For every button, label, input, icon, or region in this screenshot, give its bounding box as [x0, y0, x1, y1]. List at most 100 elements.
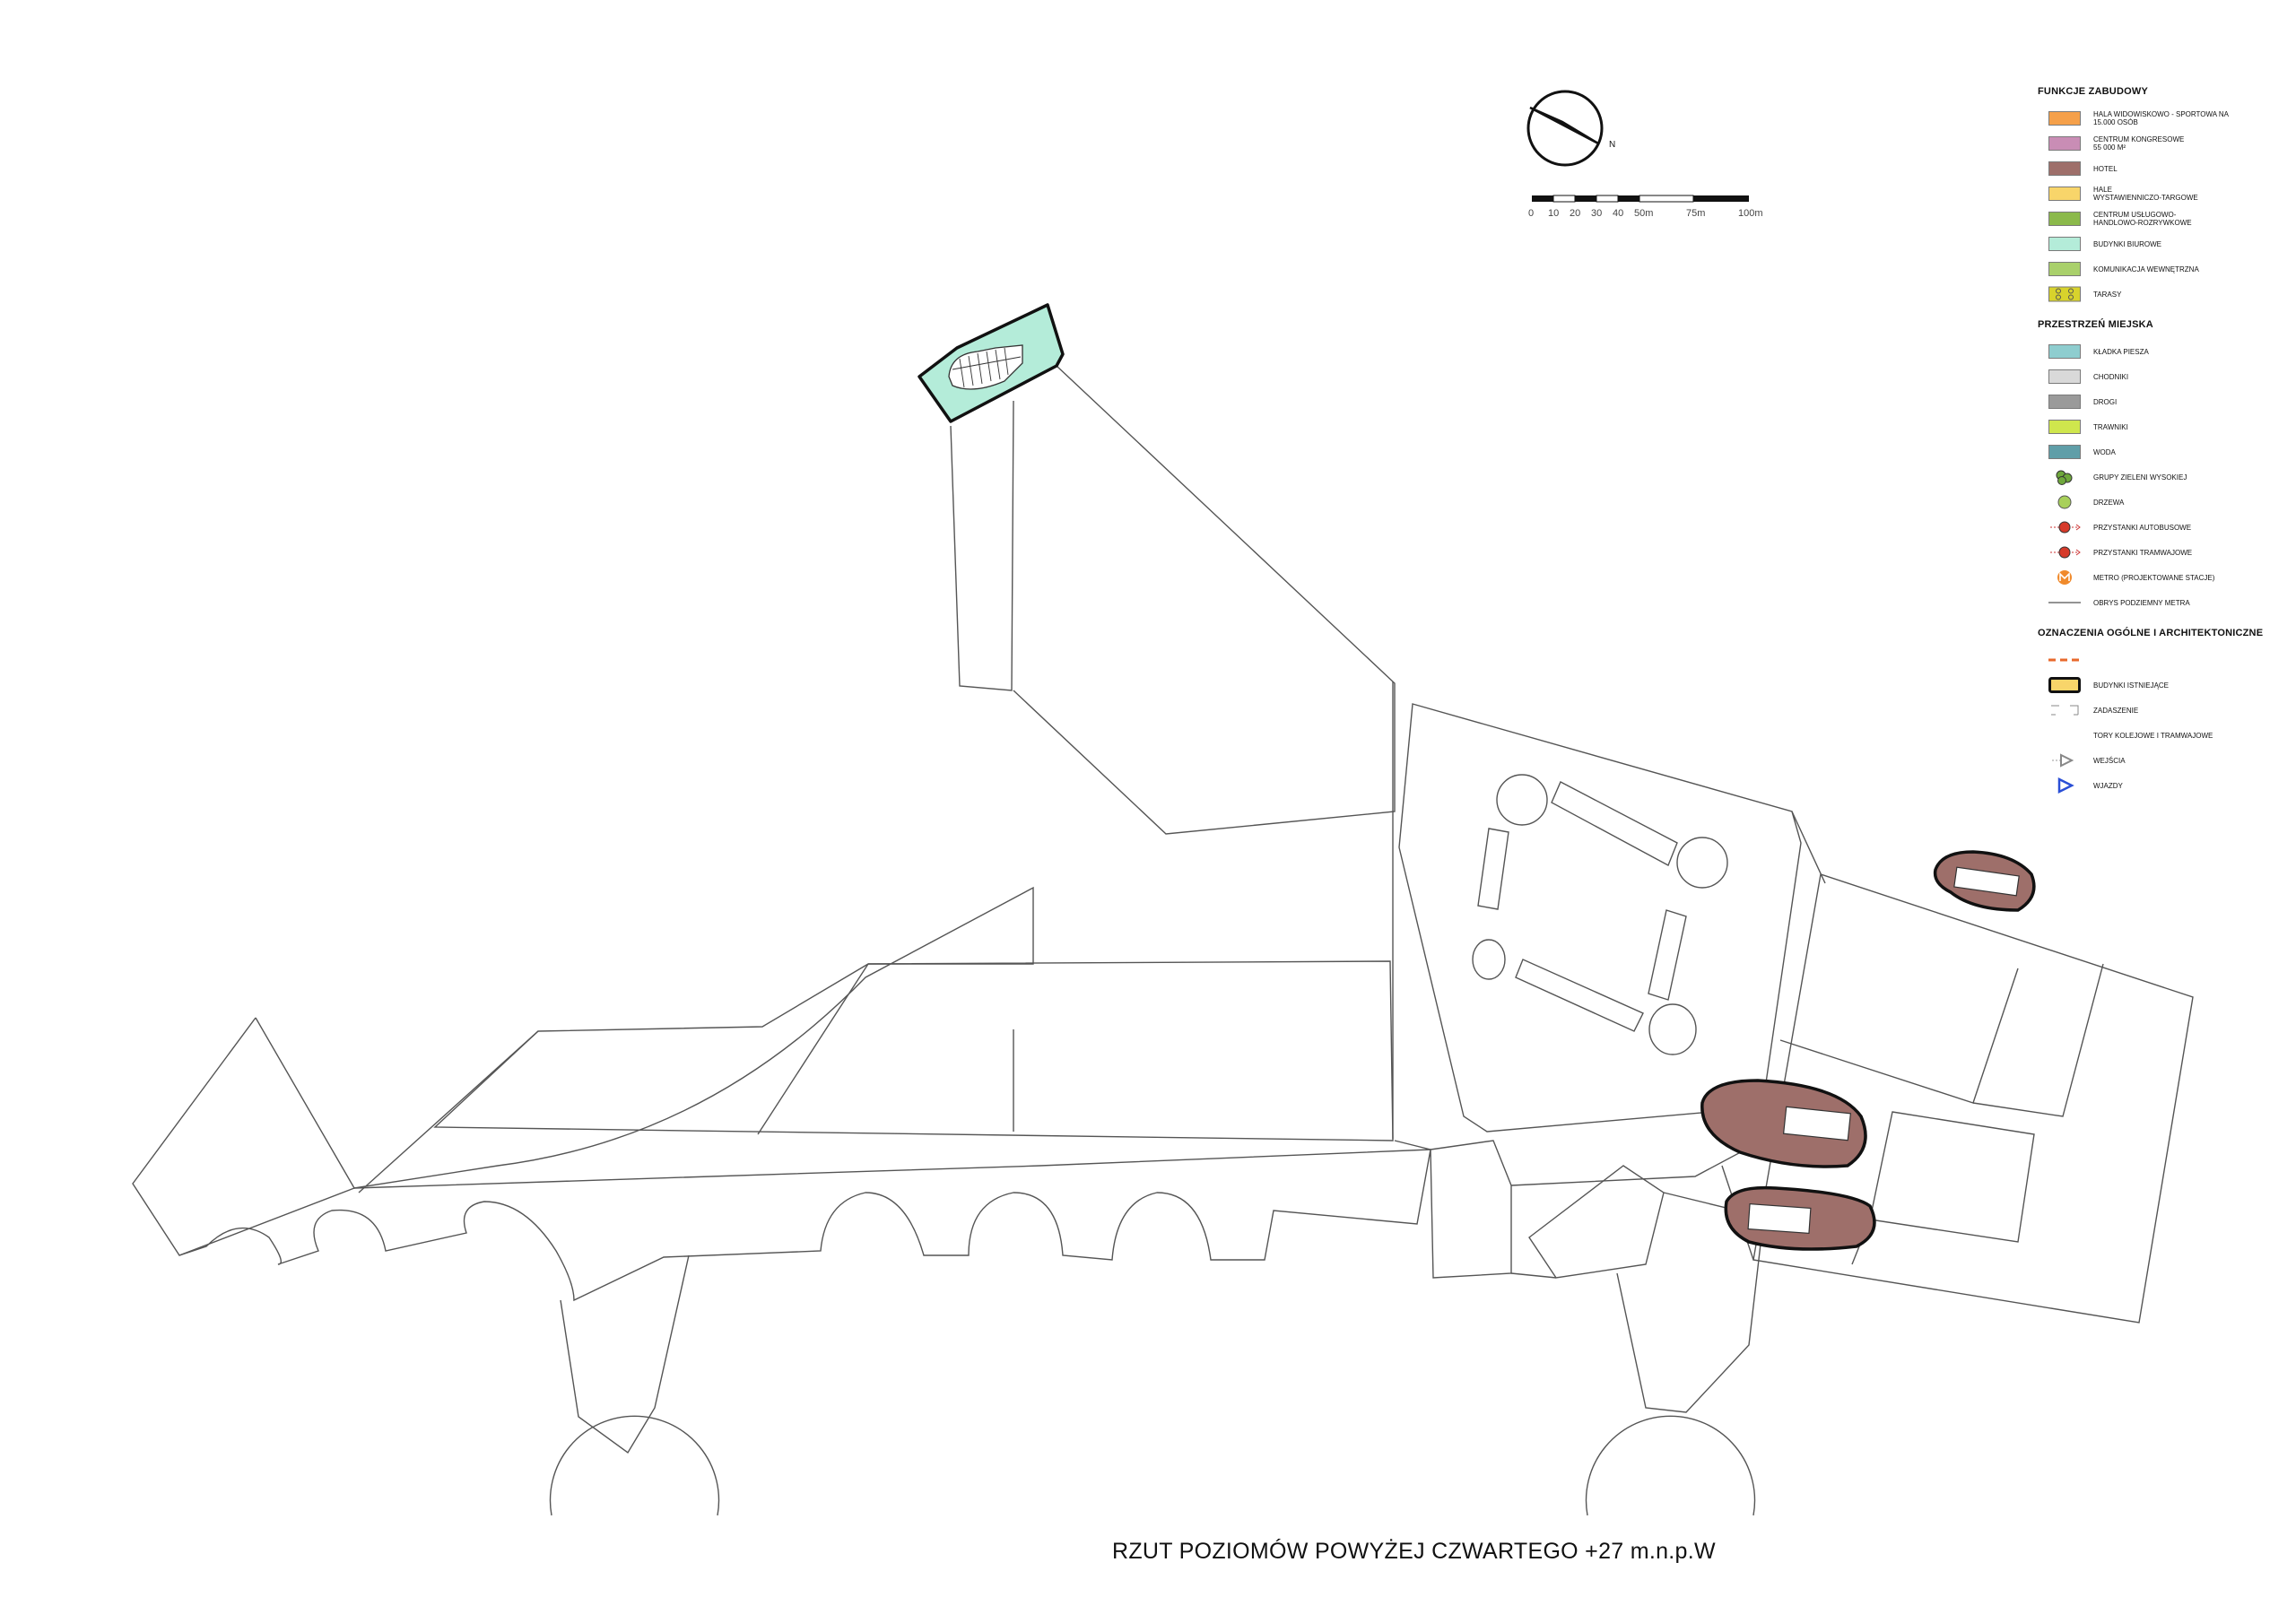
plan-outlines — [132, 365, 2194, 1516]
legend-item: TRAWNIKI — [2038, 414, 2280, 439]
legend-item: METRO (PROJEKTOWANE STACJE) — [2038, 565, 2280, 590]
legend-swatch — [2048, 344, 2081, 359]
tram-stop-icon — [2048, 543, 2081, 561]
hub-connector-2 — [1510, 1272, 1557, 1279]
legend-item-label: PRZYSTANKI TRAMWAJOWE — [2093, 548, 2193, 557]
entry-arrow-icon — [2048, 751, 2081, 769]
hall-bar-1 — [1551, 781, 1678, 866]
roof-outline-icon — [2048, 701, 2081, 719]
legend-item: WODA — [2038, 439, 2280, 464]
legend-swatch — [2048, 161, 2081, 176]
scale-label: 75m — [1686, 208, 1706, 219]
metro-icon — [2048, 568, 2081, 586]
existing-building-swatch-icon — [2048, 676, 2081, 694]
round-plaza-left — [549, 1415, 720, 1516]
legend-item: OBRYS PODZIEMNY METRA — [2038, 590, 2280, 615]
hall-oval-3 — [1472, 939, 1506, 980]
legend-item: HOTEL — [2038, 156, 2280, 181]
drive-arrow-icon — [2048, 777, 2081, 794]
terrace-swatch-icon — [2048, 285, 2081, 303]
legend-item-label: GRUPY ZIELENI WYSOKIEJ — [2093, 473, 2187, 482]
legend-item: CENTRUM USŁUGOWO- HANDLOWO-ROZRYWKOWE — [2038, 206, 2280, 231]
legend-item: BUDYNKI ISTNIEJĄCE — [2038, 673, 2280, 698]
dashed-line-icon — [2048, 651, 2081, 669]
legend-item-label: HALE WYSTAWIENNICZO-TARGOWE — [2093, 186, 2198, 202]
legend-item-label: PRZYSTANKI AUTOBUSOWE — [2093, 523, 2192, 532]
legend-item-label: CENTRUM KONGRESOWE 55 000 m² — [2093, 135, 2185, 152]
south-tongue-right — [1616, 1228, 1763, 1413]
center-band-1 — [433, 960, 1394, 1141]
legend-item-label: CENTRUM USŁUGOWO- HANDLOWO-ROZRYWKOWE — [2093, 211, 2192, 227]
north-diagonal-plaza — [1013, 365, 1396, 835]
scale-label: 100m — [1738, 208, 1763, 219]
legend-swatch — [2048, 262, 2081, 276]
hall-bar-2 — [1477, 828, 1509, 910]
scale-label: 0 — [1528, 208, 1535, 219]
legend-swatch — [2048, 420, 2081, 434]
east-hall-inner-2 — [1972, 963, 2104, 1117]
legend-item: DROGI — [2038, 389, 2280, 414]
tree-group-icon — [2048, 468, 2081, 486]
legend-item: WEJŚCIA — [2038, 748, 2280, 773]
legend-item: PRZYSTANKI AUTOBUSOWE — [2038, 515, 2280, 540]
west-triangle — [132, 1017, 355, 1256]
legend-item: DRZEWA — [2038, 490, 2280, 515]
tree-icon — [2048, 493, 2081, 511]
legend-item: HALA WIDOWISKOWO - SPORTOWA NA 15.000 OS… — [2038, 106, 2280, 131]
legend-item-label: WEJŚCIA — [2093, 756, 2126, 765]
hotel-south-core — [1747, 1203, 1812, 1234]
legend-item: CHODNIKI — [2038, 364, 2280, 389]
exhibition-block — [1398, 703, 1802, 1133]
legend-item: KŁADKA PIESZA — [2038, 339, 2280, 364]
north-arrow-label: N — [1609, 140, 1615, 150]
legend-item: PRZYSTANKI TRAMWAJOWE — [2038, 540, 2280, 565]
scale-label: 20 — [1570, 208, 1581, 219]
legend-swatch — [2048, 369, 2081, 384]
legend-item-label: DROGI — [2093, 397, 2118, 406]
legend-item-label: DRZEWA — [2093, 498, 2125, 507]
legend-item-label: METRO (PROJEKTOWANE STACJE) — [2093, 573, 2215, 582]
legend-item-label: HALA WIDOWISKOWO - SPORTOWA NA 15.000 OS… — [2093, 110, 2229, 126]
legend-item: CENTRUM KONGRESOWE 55 000 m² — [2038, 131, 2280, 156]
legend-item-label: WJAZDY — [2093, 781, 2123, 790]
legend-item: TARASY — [2038, 282, 2280, 307]
legend-item: BUDYNKI BIUROWE — [2038, 231, 2280, 256]
office-tower — [918, 303, 1065, 423]
north-corridor — [950, 400, 1014, 691]
legend-section-title: PRZESTRZEŃ MIEJSKA — [2038, 319, 2153, 330]
legend-swatch — [2048, 136, 2081, 151]
legend-item-label: CHODNIKI — [2093, 372, 2129, 381]
legend-swatch — [2048, 395, 2081, 409]
legend-section: PRZESTRZEŃ MIEJSKA KŁADKA PIESZA CHODNIKI D… — [2038, 319, 2280, 615]
north-arrow-needle — [1529, 106, 1599, 145]
north-arrow-circle — [1526, 90, 1604, 167]
east-hall-inner-1 — [1779, 968, 2019, 1104]
legend-item: TORY KOLEJOWE I TRAMWAJOWE — [2038, 723, 2280, 748]
center-band-3 — [757, 963, 869, 1135]
legend-item-label: TORY KOLEJOWE I TRAMWAJOWE — [2093, 731, 2213, 740]
scale-bar — [1532, 195, 1749, 203]
hotels — [1700, 850, 2036, 1251]
legend-swatch — [2048, 237, 2081, 251]
scale-label: 30 — [1591, 208, 1603, 219]
south-tongue-left — [560, 1254, 690, 1454]
legend-item-label: HOTEL — [2093, 164, 2118, 173]
hall-bar-3 — [1648, 909, 1687, 1001]
legend-item-label: BUDYNKI ISTNIEJĄCE — [2093, 681, 2170, 690]
south-scallop-edge — [178, 1140, 1431, 1302]
east-hall-inner-3 — [1869, 1111, 2035, 1243]
hall-oval-2 — [1676, 837, 1728, 889]
scale-label: 40 — [1613, 208, 1624, 219]
legend-item-label: TRAWNIKI — [2093, 422, 2128, 431]
legend-item-label: KŁADKA PIESZA — [2093, 347, 2149, 356]
legend-item: GRUPY ZIELENI WYSOKIEJ — [2038, 464, 2280, 490]
legend-item-label: TARASY — [2093, 290, 2122, 299]
scale-label: 10 — [1548, 208, 1560, 219]
legend-swatch — [2048, 445, 2081, 459]
legend-item-label: OBRYS PODZIEMNY METRA — [2093, 598, 2190, 607]
metro-outline-line-icon — [2048, 594, 2081, 612]
